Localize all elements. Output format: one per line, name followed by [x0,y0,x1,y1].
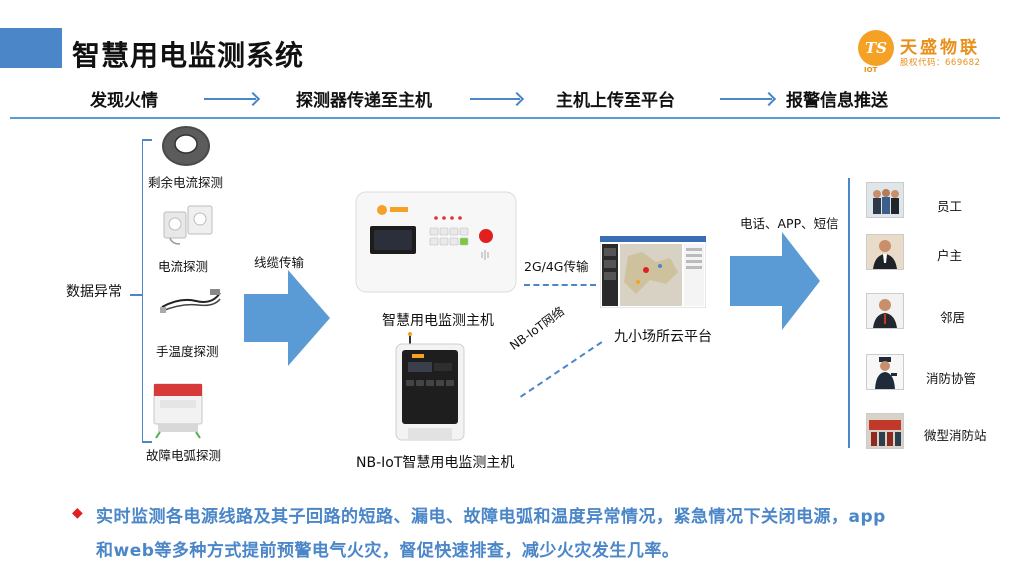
logo-mark: TS [858,30,894,66]
flow-arrow-1 [204,98,256,100]
recipient-label-staff: 员工 [937,199,963,214]
cable-transmission-label: 线缆传输 [254,255,305,270]
bullet-icon: ◆ [72,505,83,521]
current-sensor-image [160,194,216,246]
sensor-bracket [142,139,152,442]
link-nb-dashed-line [520,341,603,398]
sensor-label-residual-current: 剩余电流探测 [148,175,224,190]
logo-sub: IOT [864,66,878,74]
cable-transmission-arrow [244,270,330,366]
notify-arrow [730,232,820,330]
recipient-photo-mini-fire-station [866,413,904,449]
sensor-label-current: 电流探测 [158,259,209,274]
link-nb-label: NB-IoT网络 [507,304,567,353]
bracket-entry-line [130,294,143,296]
bracket-tick [142,139,152,141]
header-divider [10,117,1000,119]
recipient-label-fire-assistant: 消防协管 [926,371,977,386]
recipient-photo-staff [866,182,904,218]
residual-current-sensor-image [160,122,212,170]
description-line-2: 和web等多种方式提前预警电气火灾，督促快速排查，减少火灾发生几率。 [96,541,680,561]
flow-arrow-2 [470,98,520,100]
notify-channels-label: 电话、APP、短信 [740,216,839,231]
recipient-bracket-line [848,178,850,448]
flow-step-2: 探测器传递至主机 [296,91,432,111]
logo-stock-code: 股权代码：669682 [900,58,981,68]
recipient-label-owner: 户主 [937,248,963,263]
title-accent-bar [0,28,62,68]
platform-label: 九小场所云平台 [614,329,712,345]
host-main-label: 智慧用电监测主机 [382,313,494,329]
recipient-photo-fire-assistant [866,354,904,390]
flow-step-3: 主机上传至平台 [556,91,675,111]
recipient-label-neighbor: 邻居 [940,310,966,325]
recipient-label-mini-fire-station: 微型消防站 [924,428,987,443]
host-nb-label: NB-IoT智慧用电监测主机 [356,455,515,471]
recipient-photo-neighbor [866,293,904,329]
page-title: 智慧用电监测系统 [72,39,305,72]
flow-step-1: 发现火情 [90,91,158,111]
link-4g-label: 2G/4G传输 [524,259,589,274]
description-line-1: 实时监测各电源线路及其子回路的短路、漏电、故障电弧和温度异常情况，紧急情况下关闭… [96,507,886,527]
cloud-platform-screenshot [599,235,707,309]
recipient-photo-owner [866,234,904,270]
link-4g-dashed-line [524,284,596,286]
nb-iot-host-image [394,332,466,444]
sensor-label-temperature: 手温度探测 [156,344,219,359]
sensor-label-arc-fault: 故障电弧探测 [146,448,222,463]
smart-electricity-host-image [354,190,518,294]
bracket-tick [142,441,152,443]
logo-name: 天盛物联 [900,38,980,58]
temperature-sensor-image [160,283,222,319]
company-logo: TS 天盛物联 股权代码：669682 IOT [858,30,998,74]
flow-step-4: 报警信息推送 [786,91,888,111]
flow-arrow-3 [720,98,772,100]
data-anomaly-label: 数据异常 [66,284,122,300]
arc-fault-sensor-image [150,380,206,440]
